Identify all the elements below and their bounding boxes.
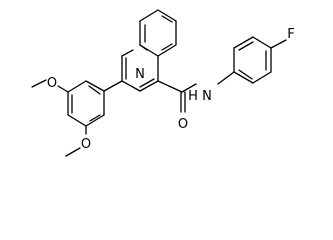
atom-label-methoxy-o-lower: O — [81, 137, 91, 152]
atom-label-amide-h: H — [188, 89, 198, 104]
bond-lines — [31, 9, 287, 157]
bond-14 — [139, 44, 148, 51]
bond-0 — [157, 9, 177, 22]
bond-36 — [67, 114, 87, 127]
bond-5 — [139, 9, 159, 22]
bond-2 — [157, 44, 177, 57]
bond-24 — [252, 36, 272, 49]
bond-11 — [121, 80, 141, 92]
bond-20 — [181, 83, 197, 93]
bond-32 — [103, 80, 123, 92]
bond-45 — [65, 147, 81, 157]
bond-43 — [31, 79, 47, 88]
bond-27 — [233, 71, 254, 84]
bond-30 — [238, 69, 253, 80]
atom-label-methoxy-o-upper: O — [47, 76, 57, 91]
bond-33 — [85, 80, 105, 92]
atom-label-amide-n: N — [202, 89, 212, 104]
atom-label-carbonyl-o: O — [178, 117, 188, 132]
atom-label-quinoline-n: N — [135, 67, 145, 82]
bond-15 — [139, 78, 155, 88]
bond-26 — [252, 71, 272, 84]
bond-42 — [57, 85, 69, 93]
bond-13 — [121, 49, 134, 57]
bond-28 — [238, 41, 254, 51]
bond-23 — [233, 36, 254, 49]
structure-canvas: N N H O F O O — [31, 9, 295, 157]
bond-37 — [85, 114, 105, 127]
bond-41 — [89, 114, 101, 122]
bond-21 — [217, 71, 235, 85]
bond-34 — [67, 80, 87, 93]
bond-17 — [157, 80, 183, 93]
bond-6 — [161, 15, 173, 23]
bond-10 — [139, 80, 159, 92]
atom-labels: N N H O F O O — [47, 27, 295, 152]
bond-7 — [161, 43, 173, 51]
atom-label-fluorine: F — [287, 27, 294, 42]
bond-31 — [270, 39, 287, 49]
bond-39 — [88, 85, 101, 95]
